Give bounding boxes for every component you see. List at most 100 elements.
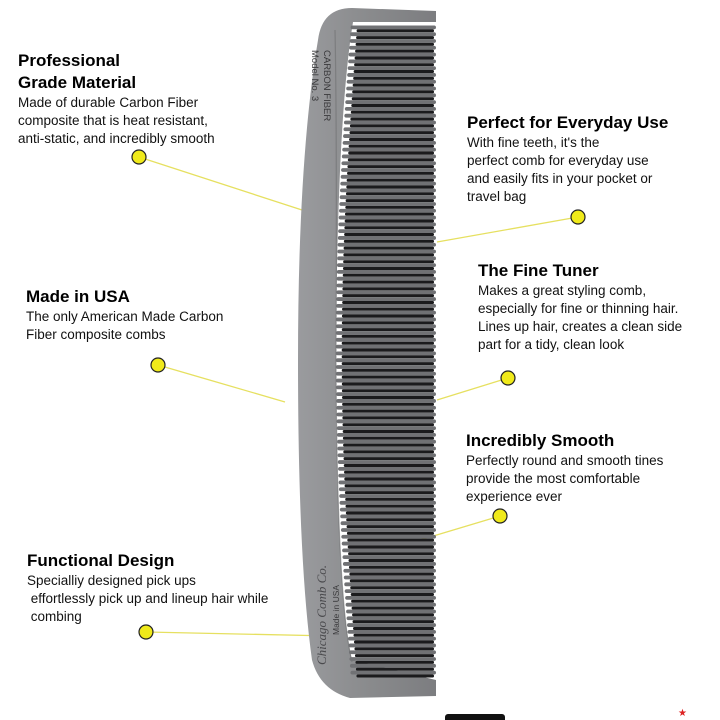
comb-tooth-gap	[342, 307, 434, 311]
feature-title: Made in USA	[26, 287, 130, 306]
comb-tooth-gap	[347, 538, 434, 542]
comb-tooth-gap	[345, 205, 434, 209]
comb-tooth-gap	[343, 253, 434, 257]
comb-tooth-gap	[344, 226, 434, 230]
feature-material: Professional Grade Material Made of dura…	[18, 50, 288, 148]
comb-tooth-gap	[355, 49, 434, 53]
comb-tooth-gap	[355, 42, 434, 46]
comb-tooth-gap	[343, 463, 434, 467]
comb-tooth-gap	[341, 368, 434, 372]
comb-tooth	[336, 392, 436, 397]
comb-tooth	[346, 86, 436, 91]
comb-tooth	[350, 25, 436, 30]
feature-everyday: Perfect for Everyday Use With fine teeth…	[467, 112, 717, 206]
comb-tooth	[343, 575, 436, 580]
comb-tooth-gap	[341, 321, 434, 325]
comb-tooth-gap	[352, 620, 434, 624]
comb-tooth	[344, 113, 436, 118]
comb-tooth-gap	[355, 660, 434, 664]
comb-tooth	[341, 541, 436, 546]
feature-title: Incredibly Smooth	[466, 431, 615, 450]
comb-tooth-gap	[342, 300, 434, 304]
comb-tooth-gap	[342, 430, 434, 433]
bottom-edge-bar	[445, 714, 505, 720]
comb-tooth	[345, 93, 436, 98]
comb-tooth	[349, 39, 436, 43]
comb-tooth	[339, 208, 436, 213]
comb-tooth	[338, 466, 436, 471]
comb-tooth	[348, 59, 436, 64]
comb-tooth-gap	[343, 457, 434, 461]
comb-tooth	[335, 317, 436, 322]
comb-tooth	[337, 460, 436, 464]
comb-tooth	[347, 636, 436, 641]
comb-tooth-gap	[350, 586, 434, 590]
feature-body: The only American Made Carbon Fiber comp…	[26, 309, 224, 342]
comb-tooth-gap	[351, 104, 434, 107]
comb-tooth-gap	[350, 117, 434, 121]
comb-tooth-gap	[348, 144, 434, 148]
comb-tooth-gap	[346, 525, 434, 529]
comb-tooth-gap	[345, 212, 434, 216]
comb-tooth-gap	[354, 63, 434, 67]
comb-tooth	[337, 236, 436, 240]
comb-tooth	[337, 453, 436, 458]
comb-tooth-gap	[348, 151, 434, 155]
comb-tooth	[336, 412, 436, 417]
comb-tooth-gap	[350, 593, 434, 596]
comb-tooth-gap	[341, 382, 434, 386]
comb-tooth-gap	[342, 396, 434, 400]
comb-tooth	[349, 663, 436, 668]
comb-tooth-gap	[341, 348, 434, 352]
comb-tooth-gap	[343, 246, 434, 250]
comb-tooth	[348, 52, 436, 57]
marker-design	[138, 624, 154, 640]
comb-tooth-gap	[341, 334, 434, 338]
comb-tooth	[338, 229, 436, 234]
comb-tooth	[343, 120, 436, 125]
comb-tooth	[336, 283, 436, 288]
comb-tooth	[335, 351, 436, 356]
comb-tooth	[337, 256, 436, 261]
leader-line-material	[138, 156, 303, 211]
comb-model-text: Model No. 3	[309, 50, 320, 101]
comb-tooth	[347, 629, 436, 634]
comb-tooth	[340, 521, 436, 526]
comb-tooth	[343, 134, 436, 138]
marker-everyday	[570, 209, 586, 225]
comb-tooth-gap	[353, 76, 434, 80]
comb-tooth	[345, 100, 436, 105]
comb-tooth	[344, 106, 436, 111]
comb-tooth	[344, 589, 436, 594]
comb-tooth-gap	[356, 29, 434, 33]
comb-tooth	[340, 174, 436, 179]
comb-tooth	[346, 609, 436, 614]
comb-tooth	[335, 371, 436, 376]
comb-tooth-gap	[355, 667, 434, 671]
comb-tooth	[350, 32, 436, 37]
feature-title: Functional Design	[27, 551, 175, 570]
comb-tooth	[342, 140, 436, 145]
comb-tooth-gap	[354, 647, 434, 651]
comb-tooth	[348, 650, 436, 655]
comb-tooth-gap	[347, 171, 434, 175]
comb-tooth-gap	[353, 633, 434, 637]
leader-line-usa	[157, 364, 286, 403]
comb-tooth	[335, 358, 436, 363]
comb-tooth	[342, 147, 436, 152]
comb-tooth-gap	[341, 314, 434, 318]
comb-tooth	[345, 595, 436, 600]
feature-smooth: Incredibly Smooth Perfectly round and sm…	[466, 430, 706, 506]
leader-line-design	[145, 631, 333, 637]
comb-tooth	[337, 249, 436, 254]
marker-fine-tuner	[500, 370, 516, 386]
comb-tooth-gap	[352, 83, 434, 87]
comb-tooth-gap	[353, 640, 434, 644]
comb-tooth	[337, 439, 436, 444]
feature-body: Perfectly round and smooth tines provide…	[466, 453, 664, 504]
comb-tooth-gap	[349, 572, 434, 576]
comb-tooth-gap	[341, 355, 434, 359]
comb-tooth-gap	[353, 626, 434, 630]
comb-tooth	[349, 657, 436, 661]
